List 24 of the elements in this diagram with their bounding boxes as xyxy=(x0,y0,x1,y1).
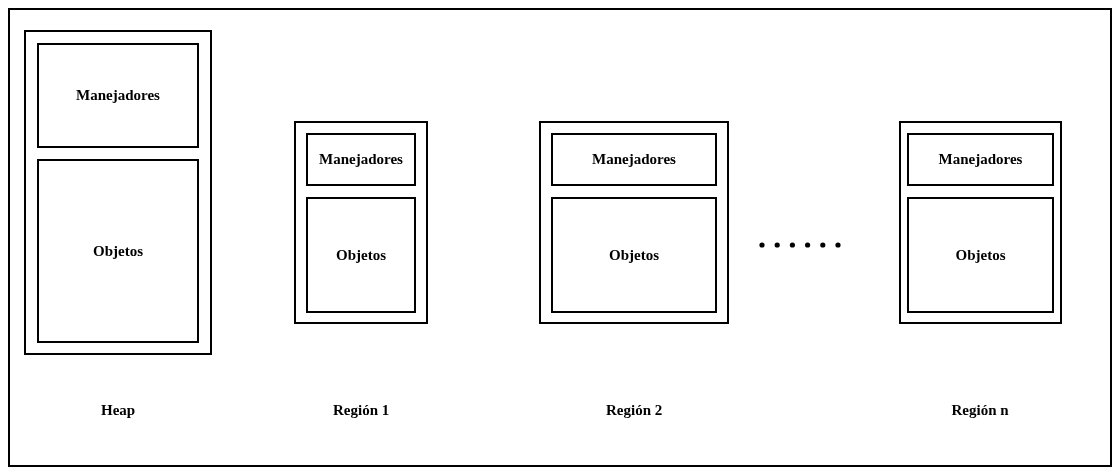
section-box xyxy=(907,197,1054,313)
section-box xyxy=(306,197,416,313)
memory-region-box xyxy=(539,121,729,324)
section-label: Objetos xyxy=(955,246,1006,264)
memory-region-box xyxy=(294,121,428,324)
section-label: Manejadores xyxy=(76,87,160,104)
memory-region-box xyxy=(899,121,1062,324)
region-caption: Heap xyxy=(101,402,136,419)
section-box xyxy=(37,159,199,343)
memory-region-box xyxy=(24,30,212,355)
section-label: Manejadores xyxy=(938,151,1023,168)
section-label: Manejadores xyxy=(319,151,403,168)
section-label: Objetos xyxy=(336,246,386,264)
section-box xyxy=(37,43,199,148)
section-box xyxy=(551,133,717,186)
section-box xyxy=(306,133,416,186)
section-box xyxy=(907,133,1054,186)
region-caption: Región 2 xyxy=(606,402,663,419)
region-caption: Región 1 xyxy=(333,402,390,419)
section-box xyxy=(551,197,717,313)
section-label: Objetos xyxy=(93,242,143,260)
section-label: Objetos xyxy=(609,246,659,264)
region-caption: Región n xyxy=(951,402,1009,419)
section-label: Manejadores xyxy=(592,151,676,168)
